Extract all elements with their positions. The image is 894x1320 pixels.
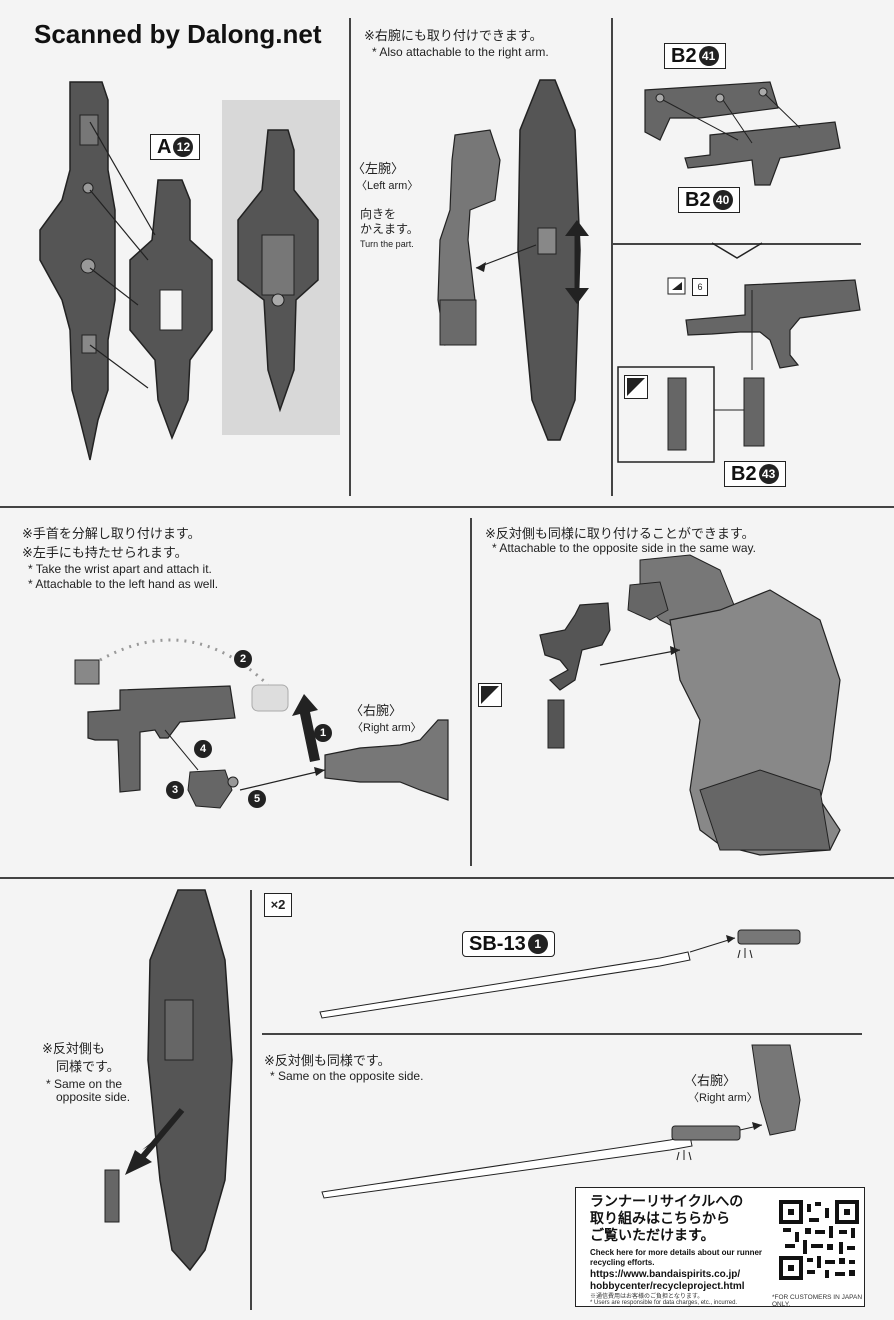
turn-part-en: Turn the part. xyxy=(360,239,414,249)
recycle-jp-3: ご覧いただけます。 xyxy=(590,1228,715,1244)
recycle-en-1: Check here for more details about our ru… xyxy=(590,1248,763,1257)
note-wrist-apart-jp: ※手首を分解し取り付けます。 xyxy=(22,527,201,542)
note-same-opposite-jp-1: ※反対側も xyxy=(42,1042,105,1057)
note-left-hand-en: * Attachable to the left hand as well. xyxy=(28,577,219,591)
recycle-url-1[interactable]: https://www.bandaispirits.co.jp/ xyxy=(590,1269,741,1280)
note-right-arm-attach-jp: ※右腕にも取り付けできます。 xyxy=(364,29,543,44)
recycle-note-2: * Users are responsible for data charges… xyxy=(590,1300,738,1306)
note-same-opposite2-en: * Same on the opposite side. xyxy=(270,1069,424,1083)
note-same-opposite2-jp: ※反対側も同様です。 xyxy=(264,1054,391,1069)
note-same-opposite-jp-2: 同様です。 xyxy=(56,1060,120,1075)
note-wrist-apart-en: * Take the wrist apart and attach it. xyxy=(28,562,212,576)
note-same-opposite-en-1: * Same on the xyxy=(46,1077,123,1091)
step-5: 5 xyxy=(248,790,266,808)
divider-v-2 xyxy=(611,18,613,496)
turn-part-jp-2: かえます。 xyxy=(360,222,419,236)
right-arm-label2-jp: 〈右腕〉 xyxy=(684,1074,737,1089)
part-tag-label: B2 xyxy=(671,45,697,67)
marking-icon xyxy=(627,378,645,396)
divider-h-right xyxy=(611,243,861,245)
turn-part-jp-1: 向きを xyxy=(360,207,397,221)
qr-code-icon[interactable] xyxy=(779,1200,859,1280)
part-tag-num: 43 xyxy=(758,464,779,484)
recycle-info-box: ランナーリサイクルへの 取り組みはこちらから ご覧いただけます。 Check h… xyxy=(575,1187,865,1308)
step-4: 4 xyxy=(194,740,212,758)
note-left-hand-jp: ※左手にも持たせられます。 xyxy=(22,546,188,561)
part-tag-num: 41 xyxy=(698,46,719,66)
recycle-jp-1: ランナーリサイクルへの xyxy=(590,1194,744,1210)
right-arm-label2-en: 〈Right arm〉 xyxy=(688,1092,758,1104)
divider-h-2 xyxy=(0,877,894,879)
divider-h-3 xyxy=(262,1033,862,1035)
marking-icon xyxy=(481,686,499,704)
part-tag-num: 1 xyxy=(527,934,548,954)
right-arm-label-en: 〈Right arm〉 xyxy=(352,722,422,734)
step-1: 1 xyxy=(314,724,332,742)
recycle-note-1: ※通信費用はお客様のご負担となります。 xyxy=(590,1294,704,1300)
part-tag-num: 40 xyxy=(712,190,733,210)
part-tag-label: B2 xyxy=(731,463,757,485)
part-tag-label: SB-13 xyxy=(469,933,526,955)
step-3: 3 xyxy=(166,781,184,799)
divider-v-4 xyxy=(250,890,252,1310)
note-right-arm-attach-en: * Also attachable to the right arm. xyxy=(372,45,549,59)
part-tag-label: B2 xyxy=(685,189,711,211)
note-opposite-side-en: * Attachable to the opposite side in the… xyxy=(492,541,756,555)
part-tag-label: A xyxy=(157,136,172,158)
japan-only-note: *FOR CUSTOMERS IN JAPAN ONLY. xyxy=(772,1294,863,1308)
divider-v-3 xyxy=(470,518,472,866)
part-tag-num: 12 xyxy=(173,137,194,157)
recycle-jp-2: 取り組みはこちらから xyxy=(590,1211,730,1227)
multiplier-text: ×2 xyxy=(270,897,286,912)
marking-icon-box-2 xyxy=(478,683,502,707)
note-opposite-side-jp: ※反対側も同様に取り付けることができます。 xyxy=(485,527,755,542)
multiplier-badge: ×2 xyxy=(264,893,292,917)
right-arm-label-jp: 〈右腕〉 xyxy=(350,704,403,719)
sticker-number-box: 6 xyxy=(692,278,708,296)
recycle-url-2[interactable]: hobbycenter/recycleproject.html xyxy=(590,1281,745,1292)
note-same-opposite-en-2: opposite side. xyxy=(56,1090,131,1104)
recycle-en-2: recycling efforts. xyxy=(590,1258,655,1267)
left-arm-label-jp: 〈左腕〉 xyxy=(352,162,405,177)
step-2: 2 xyxy=(234,650,252,668)
divider-h-1 xyxy=(0,506,894,508)
marking-icon-box xyxy=(624,375,648,399)
left-arm-label-en: 〈Left arm〉 xyxy=(356,180,419,192)
divider-v-1 xyxy=(349,18,351,496)
watermark: Scanned by Dalong.net xyxy=(34,19,322,49)
sticker-number: 6 xyxy=(697,282,703,292)
